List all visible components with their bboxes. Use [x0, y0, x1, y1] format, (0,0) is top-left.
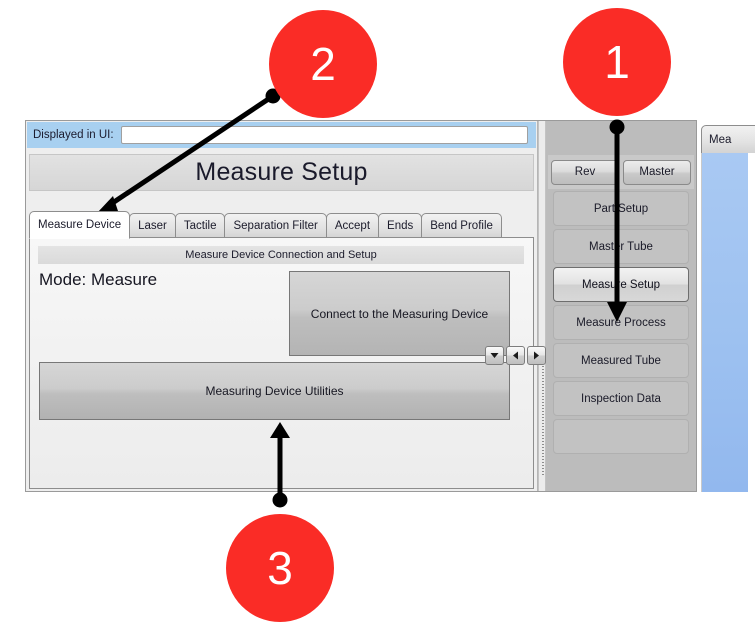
- sidebar-item-measured-tube[interactable]: Measured Tube: [553, 343, 689, 378]
- tab-navigation-buttons: [485, 346, 546, 365]
- tab-dropdown-button[interactable]: [485, 346, 504, 365]
- far-right-panel: Mea: [697, 120, 755, 492]
- triangle-right-icon: [533, 351, 540, 360]
- tab-label: Measure Device: [38, 219, 122, 231]
- tab-scroll-right-button[interactable]: [527, 346, 546, 365]
- triangle-left-icon: [512, 351, 519, 360]
- tab-label: Accept: [334, 220, 371, 232]
- panel-splitter[interactable]: [538, 121, 546, 491]
- tab-label: Bend Profile: [430, 220, 493, 232]
- application-window: Displayed in UI: Measure Setup Measure D…: [25, 120, 697, 492]
- sidebar-item-label: Inspection Data: [581, 392, 661, 405]
- displayed-in-ui-bar: Displayed in UI:: [27, 122, 536, 148]
- displayed-in-ui-input[interactable]: [120, 126, 528, 144]
- sidebar-master-button[interactable]: Master: [623, 159, 691, 185]
- tab-laser[interactable]: Laser: [129, 213, 176, 238]
- callout-badge-2: 2: [269, 10, 377, 118]
- sidebar-item-label: Measure Setup: [582, 278, 660, 291]
- connect-to-measuring-device-button[interactable]: Connect to the Measuring Device: [289, 271, 510, 356]
- displayed-in-ui-label: Displayed in UI:: [33, 129, 114, 141]
- callout-number: 1: [604, 36, 630, 88]
- page-title-bar: Measure Setup: [29, 154, 534, 191]
- measuring-device-utilities-button[interactable]: Measuring Device Utilities: [39, 362, 510, 420]
- callout-badge-3: 3: [226, 514, 334, 622]
- sidebar-item-measure-process[interactable]: Measure Process: [553, 305, 689, 340]
- tab-strip: Measure Device Laser Tactile Separation Fil…: [29, 211, 534, 239]
- sidebar-item-label: Part Setup: [593, 202, 649, 215]
- sidebar-item-master-tube[interactable]: Master Tube: [553, 229, 689, 264]
- sidebar-top-spacer: [546, 121, 696, 155]
- sidebar-item-label: Master Tube: [589, 240, 653, 253]
- tab-accept[interactable]: Accept: [325, 213, 380, 238]
- sidebar-item-label: Measured Tube: [581, 354, 661, 367]
- tab-label: Separation Filter: [233, 220, 318, 232]
- splitter-grip-icon: [542, 357, 544, 477]
- page-title: Measure Setup: [195, 158, 368, 186]
- tab-label: Ends: [387, 220, 414, 232]
- tab-scroll-left-button[interactable]: [506, 346, 525, 365]
- tab-label: Laser: [138, 220, 167, 232]
- section-header: Measure Device Connection and Setup: [38, 246, 524, 264]
- callout-number: 2: [310, 38, 336, 90]
- chevron-down-icon: [490, 352, 499, 359]
- button-label: Master: [639, 166, 675, 178]
- far-right-panel-body: [701, 153, 748, 492]
- sidebar-item-inspection-data[interactable]: Inspection Data: [553, 381, 689, 416]
- tab-tactile[interactable]: Tactile: [174, 213, 226, 238]
- callout-number: 3: [267, 542, 293, 594]
- rev-master-button-group: Rev Master: [548, 155, 694, 189]
- button-label: Rev: [574, 166, 596, 178]
- tab-bend-profile[interactable]: Bend Profile: [421, 213, 502, 238]
- tab-measure-device[interactable]: Measure Device: [29, 211, 131, 239]
- tab-ends[interactable]: Ends: [378, 213, 423, 238]
- sidebar-item-measure-setup[interactable]: Measure Setup: [553, 267, 689, 302]
- mode-status-text: Mode: Measure: [39, 270, 158, 289]
- sidebar-rev-button[interactable]: Rev: [551, 159, 619, 185]
- main-panel: Displayed in UI: Measure Setup Measure D…: [26, 121, 538, 491]
- sidebar-item-label: Measure Process: [576, 316, 666, 329]
- tab-separation-filter[interactable]: Separation Filter: [224, 213, 327, 238]
- tab-content-panel: Measure Device Connection and Setup Mode…: [29, 237, 534, 489]
- sidebar-item-part-setup[interactable]: Part Setup: [553, 191, 689, 226]
- sidebar-item-item-6[interactable]: [553, 419, 689, 454]
- callout-badge-1: 1: [563, 8, 671, 116]
- far-right-panel-tab[interactable]: Mea: [701, 125, 755, 153]
- tab-label: Tactile: [183, 220, 217, 232]
